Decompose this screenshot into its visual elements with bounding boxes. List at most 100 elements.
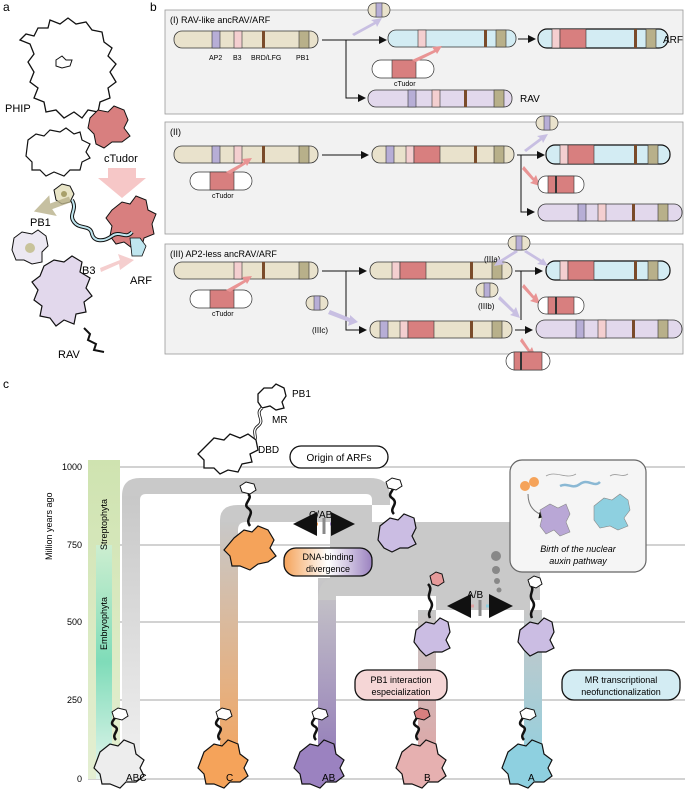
ctudor-capsule-3c-domain — [513, 351, 543, 371]
ap2-capsule-iiic-domain — [313, 295, 321, 311]
mr-chain-inner — [251, 407, 263, 443]
ancestor-bar-2-b3 — [233, 145, 243, 164]
domain-label-brd: BRD/LFG — [251, 55, 281, 62]
arf-bar-1-pb1 — [645, 28, 657, 49]
section-1: (I) RAV-like ancRAV/ARF AP2 B3 BRD/LFG P… — [164, 2, 684, 115]
arf-bar-2-ctudor — [567, 144, 595, 165]
node-structures — [223, 477, 555, 657]
leaf-ab-chain — [310, 714, 319, 741]
intermediate-bar-2-ctudor — [413, 145, 441, 164]
birth-text-2: auxin pathway — [549, 556, 607, 566]
mr-box — [561, 669, 681, 701]
ap2-arrow-iiib — [498, 296, 520, 318]
origin-text: Origin of ARFs — [306, 453, 371, 464]
ytick-0: 0 — [77, 774, 82, 784]
rav-bar-3-b3 — [597, 319, 607, 339]
rav-bar-3-brd — [632, 320, 635, 338]
rav-bar-1-ap2 — [407, 89, 417, 108]
node-a-top — [527, 575, 543, 589]
ctudor-capsule-3-domain — [209, 289, 235, 309]
branch-abc — [122, 496, 140, 779]
pb1-top-blob — [257, 383, 287, 411]
leaf-ab-blob — [293, 739, 345, 789]
rav-domain-shape — [31, 255, 93, 327]
intermediate-bar-3-brd — [470, 262, 473, 279]
intermediate-bar-2-ap2 — [385, 145, 395, 164]
intermediate-bar-3-b3 — [391, 261, 401, 280]
ap2-capsule-iiib-domain — [483, 282, 491, 298]
sub-label-iiib: (IIIb) — [478, 302, 495, 311]
mr-text-1: MR transcriptional — [585, 675, 658, 685]
ancestral-arf-structure: PB1 MR DBD — [197, 383, 311, 475]
arf-bar-3-ctudor — [567, 260, 595, 281]
outcome-arf-1: ARF — [663, 35, 683, 46]
lower-bar-3-ctudor — [407, 320, 435, 339]
leaf-c-blob — [197, 739, 249, 789]
ctudor-capsule-2b-mark — [555, 176, 557, 193]
section-2-title: (II) — [170, 127, 181, 137]
grey-dot-1 — [491, 551, 501, 561]
rav-bar-1-brd — [464, 90, 467, 107]
grey-dot-4 — [496, 587, 502, 593]
leaf-abc-blob — [93, 739, 145, 789]
dna-text-2: divergence — [306, 564, 350, 574]
grey-dot-3 — [494, 578, 500, 584]
ctudor-capsule-3b-mark — [555, 297, 557, 314]
rav-bar-3-ap2 — [575, 319, 585, 339]
ancestor-bar-1 — [173, 30, 319, 49]
ap2-domain — [211, 30, 221, 49]
branch-cab — [140, 478, 390, 779]
intermediate-bar-2-b3 — [405, 145, 415, 164]
b3-domain — [233, 30, 243, 49]
arf-bar-1-brd — [634, 29, 637, 48]
ctudor-capsule-1-domain — [391, 59, 417, 79]
ctudor-loss-arrow-2 — [522, 166, 540, 186]
ap2-arrow-iiic — [328, 310, 358, 326]
node-ab-top — [385, 477, 403, 491]
section-3-title: (III) AP2-less ancRAV/ARF — [170, 249, 277, 259]
b3-arrow — [100, 254, 134, 272]
birth-purple-protein — [539, 503, 571, 537]
birth-text-1: Birth of the nuclear — [540, 544, 617, 554]
node-c-top — [239, 481, 257, 495]
lower-bar-3-ap2 — [379, 320, 389, 339]
dna-callout: DNA-binding divergence — [283, 547, 373, 577]
ap2-capsule-iiia-domain — [515, 235, 523, 251]
ap2-loss-arrow-2 — [524, 134, 548, 152]
ancestor-bar-3 — [173, 261, 319, 280]
sub-label-iiic: (IIIc) — [312, 326, 328, 335]
mr-text-2: neofunctionalization — [581, 687, 661, 697]
pb1-box — [354, 669, 448, 701]
ctudor-insert-arrow-1 — [412, 46, 442, 62]
birth-blue-protein — [593, 493, 631, 531]
rav-bar-2-pb1 — [657, 203, 669, 222]
ancestor-bar-2-pb1 — [298, 145, 310, 164]
label-arf-a: ARF — [130, 275, 152, 287]
arf-bar-2-pb1 — [647, 144, 659, 165]
branch-arrow-1b — [345, 40, 366, 102]
arf-bar-2-b3 — [559, 144, 569, 165]
leaf-label-c: C — [226, 773, 233, 784]
branch-ab-down — [318, 578, 336, 779]
rav-bar-2-ap2 — [577, 203, 587, 222]
domain-label-pb1: PB1 — [296, 55, 309, 62]
phip-pocket — [55, 55, 73, 69]
pb1-callout: PB1 interaction especialization — [354, 669, 448, 701]
lower-bar-3 — [369, 320, 513, 339]
label-pb1-a: PB1 — [30, 217, 51, 229]
rav-tail — [83, 327, 105, 353]
rav-bar-2-b3 — [597, 203, 607, 222]
label-ctudor-a: cTudor — [104, 153, 138, 165]
pb1-core — [61, 191, 67, 197]
dbd-top-blob — [197, 433, 259, 475]
lower-bar-3-brd — [470, 321, 473, 338]
ctudor-insert-arrow-3 — [226, 276, 252, 292]
label-embryophyta: Embryophyta — [99, 597, 109, 650]
leaf-label-abc: ABC — [126, 773, 147, 784]
arrow-3b — [345, 271, 367, 334]
domain-label-b3: B3 — [233, 55, 242, 62]
ctudor-capsule-2b-domain — [547, 175, 575, 194]
label-pb1-c: PB1 — [292, 389, 311, 400]
ytick-250: 250 — [67, 695, 82, 705]
